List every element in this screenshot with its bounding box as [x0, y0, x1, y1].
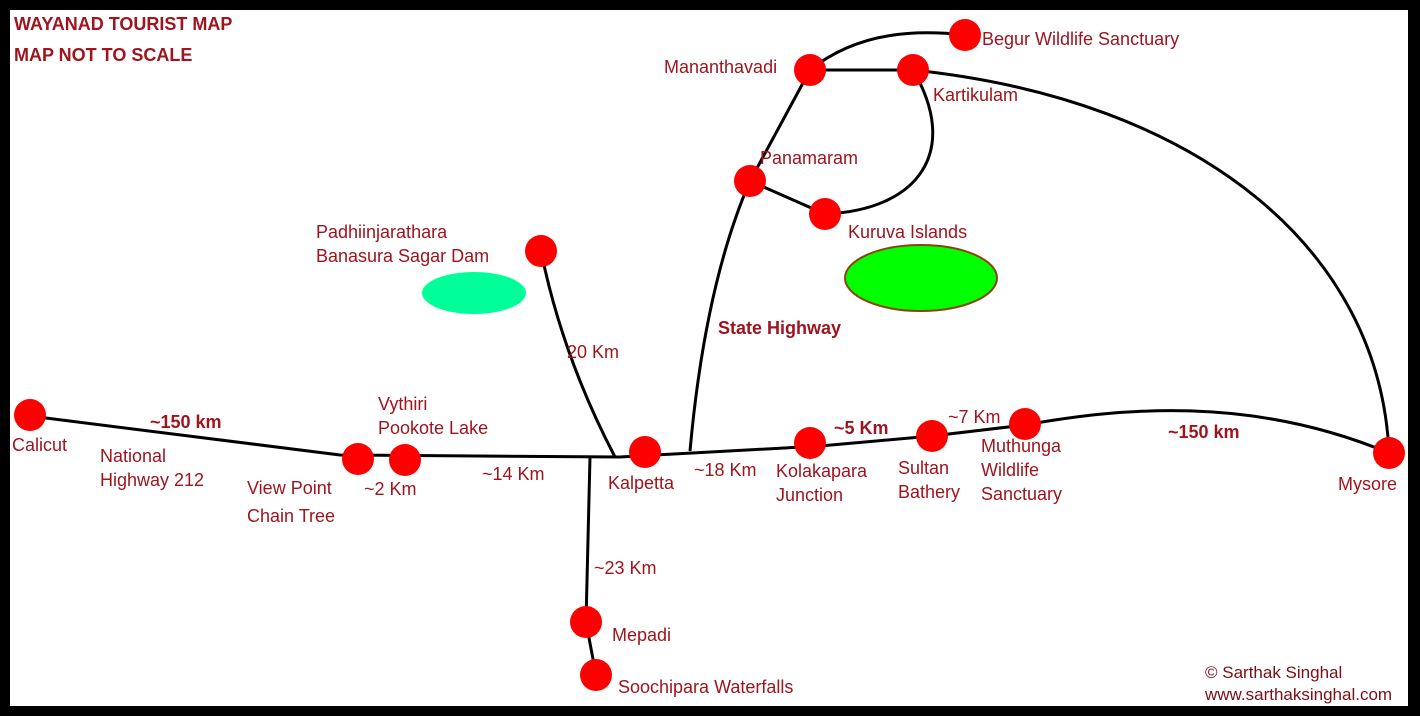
mepadi-label: Mepadi [612, 625, 671, 645]
begur-label: Begur Wildlife Sanctuary [982, 29, 1179, 49]
bathery-label: Bathery [898, 482, 960, 502]
mananthavadi-marker [794, 54, 826, 86]
vythiri-marker [389, 444, 421, 476]
road-kuruva-kartikulam [824, 69, 935, 216]
distance-kolakapara-sultan: ~5 Km [834, 418, 889, 438]
sanctuary-label: Sanctuary [981, 484, 1062, 504]
kuruva-islands-marker [809, 198, 841, 230]
national-highway-label-line1: National [100, 446, 166, 466]
distance-sultan-muthunga: ~7 Km [948, 407, 1001, 427]
road-mananthavadi-begur [809, 31, 966, 72]
national-highway-label-line2: Highway 212 [100, 470, 204, 490]
credit-website[interactable]: www.sarthaksinghal.com [1204, 685, 1392, 704]
kuruva-islands-area [844, 244, 998, 312]
chain-tree-label: Chain Tree [247, 506, 335, 526]
view-point-marker [342, 443, 374, 475]
soochipara-marker [580, 659, 612, 691]
panamaram-marker [734, 165, 766, 197]
begur-marker [949, 19, 981, 51]
road-kalpetta-banasura [539, 250, 617, 458]
vythiri-label: Vythiri [378, 394, 427, 414]
mepadi-marker [570, 606, 602, 638]
kalpetta-marker [629, 436, 661, 468]
distance-kalpetta-kolakapara: ~18 Km [694, 460, 757, 480]
banasura-lake-area [422, 272, 526, 314]
pookote-lake-label: Pookote Lake [378, 418, 488, 438]
map-title: WAYANAD TOURIST MAP [14, 14, 232, 34]
view-point-label: View Point [247, 478, 332, 498]
soochipara-label: Soochipara Waterfalls [618, 677, 793, 697]
road-kartikulam-mysore [912, 68, 1391, 454]
distance-viewpoint-vythiri: ~2 Km [364, 479, 417, 499]
sultan-label: Sultan [898, 458, 949, 478]
map-subtitle: MAP NOT TO SCALE [14, 45, 192, 65]
mysore-label: Mysore [1338, 474, 1397, 494]
distance-kalpetta-banasura: 20 Km [567, 342, 619, 362]
kolakapara-marker [794, 427, 826, 459]
credit-author: © Sarthak Singhal [1205, 663, 1342, 682]
distance-kalpetta-mepadi: ~23 Km [594, 558, 657, 578]
calicut-marker [14, 399, 46, 431]
national-highway-road [29, 409, 1390, 459]
muthunga-label: Muthunga [981, 436, 1062, 456]
kolakapara-label: Kolakapara [776, 461, 868, 481]
state-highway-label: State Highway [718, 318, 841, 338]
kalpetta-label: Kalpetta [608, 473, 675, 493]
panamaram-label: Panamaram [760, 148, 858, 168]
junction-label: Junction [776, 485, 843, 505]
kartikulam-label: Kartikulam [933, 85, 1018, 105]
wildlife-label: Wildlife [981, 460, 1039, 480]
kuruva-islands-label: Kuruva Islands [848, 222, 967, 242]
sultan-bathery-marker [916, 420, 948, 452]
distance-muthunga-mysore: ~150 km [1168, 422, 1240, 442]
mysore-marker [1373, 437, 1405, 469]
banasura-dam-label: Banasura Sagar Dam [316, 246, 489, 266]
distance-vythiri-kalpetta: ~14 Km [482, 464, 545, 484]
distance-calicut-viewpoint: ~150 km [150, 412, 222, 432]
muthunga-marker [1009, 408, 1041, 440]
banasura-dam-marker [525, 235, 557, 267]
state-highway-road [688, 69, 812, 452]
map-surface [10, 10, 1408, 706]
mananthavadi-label: Mananthavadi [664, 57, 777, 77]
kartikulam-marker [897, 54, 929, 86]
calicut-label: Calicut [12, 435, 67, 455]
padhiinjarathara-label: Padhiinjarathara [316, 222, 448, 242]
